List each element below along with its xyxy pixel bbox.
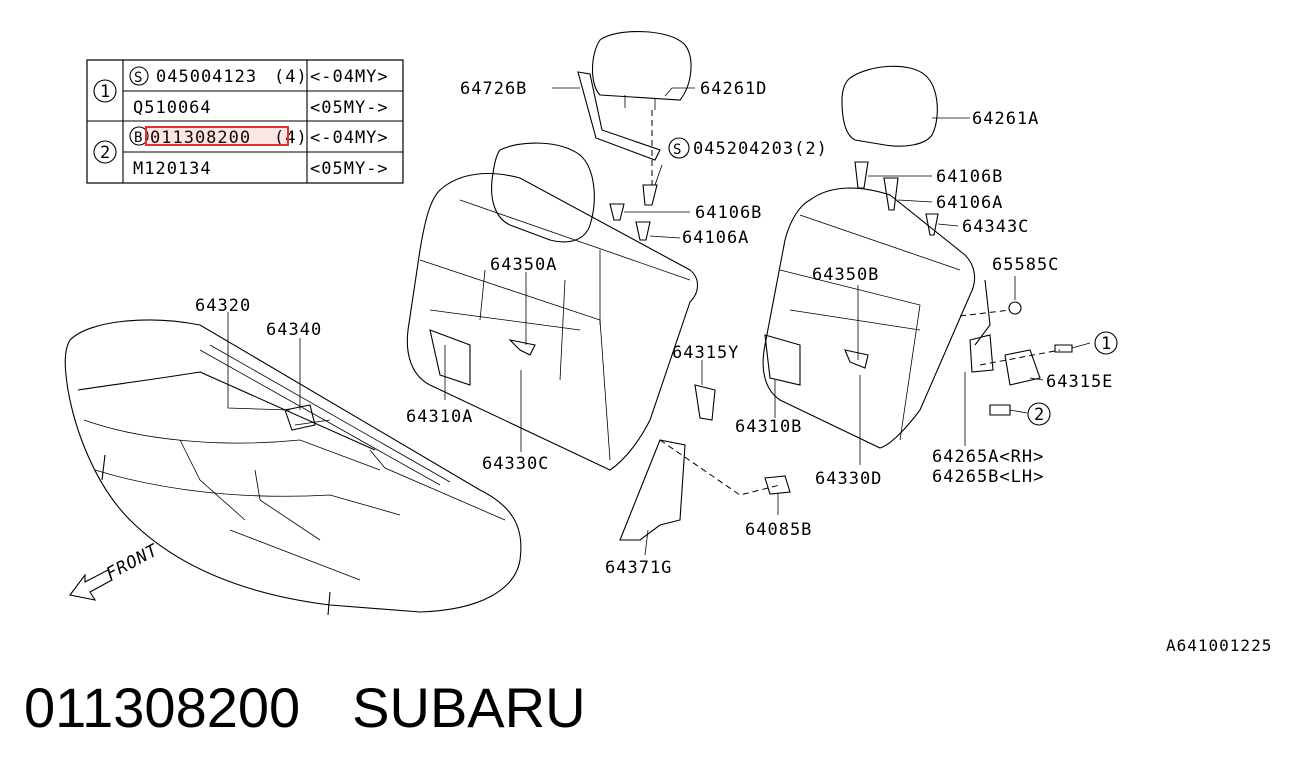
table-group-2-marker [93, 140, 117, 164]
caption-brand: SUBARU [352, 676, 586, 739]
table-row-3-prefix: B [134, 130, 143, 146]
callout-1-marker [1094, 331, 1118, 355]
label-64330C: 64330C [482, 454, 549, 474]
table-row-4-range: <05MY-> [310, 159, 389, 179]
part-labels: 64726B 64261D 64261A S 045204203(2) 6410… [195, 79, 1118, 578]
table-row-2-range: <05MY-> [310, 98, 389, 118]
hardware-drawings [577, 71, 1073, 541]
label-64106B-left: 64106B [695, 203, 762, 223]
label-64310A: 64310A [406, 407, 473, 427]
table-row-3-qty: (4) [274, 128, 308, 148]
table-row-4-part: M120134 [133, 159, 212, 179]
reference-code: A641001225 [1166, 636, 1273, 655]
label-64085B: 64085B [745, 520, 812, 540]
highlight-box[interactable] [145, 126, 289, 146]
callout-2: 2 [1034, 405, 1045, 425]
table-row-1-part: 045004123 [156, 67, 257, 87]
label-64310B: 64310B [735, 417, 802, 437]
label-64330D: 64330D [815, 469, 882, 489]
label-64340: 64340 [266, 320, 322, 340]
s-marker-icon [668, 137, 690, 159]
caption-part-number: 011308200 [24, 676, 301, 739]
label-64261A: 64261A [972, 109, 1039, 129]
table-row-2-part: Q510064 [133, 98, 212, 118]
label-64320: 64320 [195, 296, 251, 316]
label-045204203-prefix: S [673, 142, 682, 158]
table-row-1-range: <-04MY> [310, 67, 389, 87]
left-seatback-drawing [406, 142, 699, 471]
table-row-1-prefix: S [134, 70, 143, 86]
label-64106A-left: 64106A [682, 228, 749, 248]
headrest-drawings [591, 31, 692, 110]
table-row-3-part: 011308200 [150, 128, 251, 148]
label-64315E: 64315E [1046, 372, 1113, 392]
b-prefix-marker [129, 126, 149, 146]
label-64265B: 64265B<LH> [932, 467, 1044, 487]
label-65585C: 65585C [992, 255, 1059, 275]
table-group-1: 1 [100, 82, 111, 102]
label-64343C: 64343C [962, 217, 1029, 237]
leader-lines [227, 87, 1091, 556]
label-64350A: 64350A [490, 255, 557, 275]
callout-2-marker [1027, 402, 1051, 426]
front-arrow-icon [69, 569, 113, 601]
front-label: FRONT [103, 540, 163, 584]
right-seatback-drawing [762, 65, 976, 449]
table-row-1-qty: (4) [274, 67, 308, 87]
label-64265A: 64265A<RH> [932, 447, 1044, 467]
label-64106B-right: 64106B [936, 167, 1003, 187]
label-64371G: 64371G [605, 558, 672, 578]
table-group-1-marker [93, 79, 117, 103]
table-row-3-range: <-04MY> [310, 128, 389, 148]
label-64106A-right: 64106A [936, 193, 1003, 213]
label-64261D: 64261D [700, 79, 767, 99]
label-045204203: 045204203(2) [693, 139, 828, 159]
parts-table: 1 2 S 045004123 (4) <-04MY> Q510064 <05M… [86, 59, 404, 184]
label-64726B: 64726B [460, 79, 527, 99]
callout-1: 1 [1101, 334, 1112, 354]
table-group-2: 2 [100, 143, 111, 163]
label-64315Y: 64315Y [672, 343, 739, 363]
seat-cushion-drawing [64, 319, 522, 616]
label-64350B: 64350B [812, 265, 879, 285]
s-prefix-marker [129, 66, 149, 86]
